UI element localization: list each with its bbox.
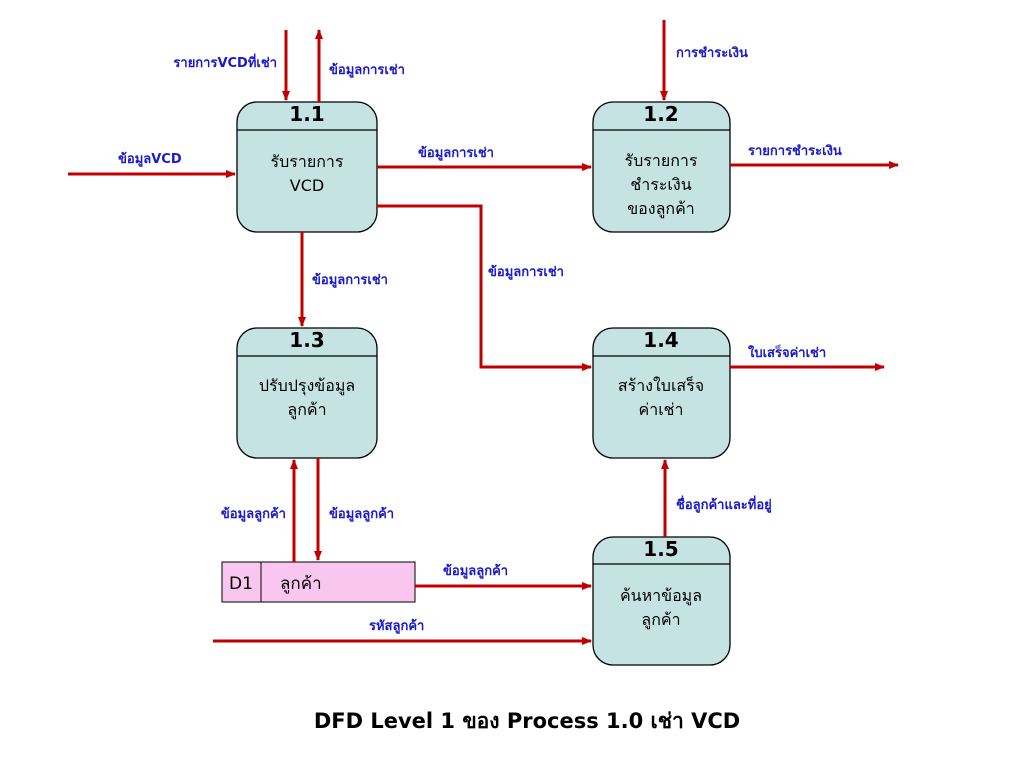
process-1-2: 1.2 รับรายการ ชำระเงิน ของลูกค้า	[592, 101, 731, 233]
process-id: 1.4	[643, 328, 678, 352]
process-name: ค่าเช่า	[639, 400, 684, 419]
flow-label: ข้อมูลลูกค้า	[443, 563, 508, 579]
flow-label: ข้อมูลการเช่า	[312, 272, 388, 288]
flow-label: ข้อมูลลูกค้า	[221, 506, 286, 522]
flow-customer-info-store-to-1-3: ข้อมูลลูกค้า	[221, 459, 298, 562]
flow-vcd-info-in: ข้อมูลVCD	[68, 151, 236, 178]
process-id: 1.2	[643, 102, 678, 126]
flow-payment-in: การชำระเงิน	[660, 20, 748, 101]
process-id: 1.1	[289, 102, 324, 126]
flow-rental-info-1-1-to-1-2: ข้อมูลการเช่า	[377, 145, 592, 171]
flow-label: ชื่อลูกค้าและที่อยู่	[676, 495, 772, 513]
process-id: 1.3	[289, 328, 324, 352]
flow-customer-info-1-3-to-store: ข้อมูลลูกค้า	[314, 458, 394, 561]
flow-label: ข้อมูลการเช่า	[329, 62, 405, 78]
flow-label: การชำระเงิน	[676, 45, 748, 61]
flow-label: ใบเสร็จค่าเช่า	[748, 343, 826, 361]
data-store-name: ลูกค้า	[280, 574, 322, 594]
flow-label: รหัสลูกค้า	[369, 618, 424, 634]
process-name: ชำระเงิน	[630, 175, 691, 194]
process-1-4: 1.4 สร้างใบเสร็จ ค่าเช่า	[592, 327, 731, 459]
flow-rental-info-1-1-to-1-3: ข้อมูลการเช่า	[298, 232, 388, 327]
flow-vcd-rental-items-in: รายการVCDที่เช่า	[173, 30, 290, 101]
process-name: ลูกค้า	[287, 400, 326, 420]
flow-label: ข้อมูลVCD	[118, 151, 182, 167]
process-1-5: 1.5 ค้นหาข้อมูล ลูกค้า	[592, 536, 731, 666]
flow-customer-id-in: รหัสลูกค้า	[213, 618, 592, 645]
flow-label: ข้อมูลการเช่า	[418, 145, 494, 161]
flow-name-address-1-5-to-1-4: ชื่อลูกค้าและที่อยู่	[661, 459, 772, 537]
flow-customer-info-store-to-1-5: ข้อมูลลูกค้า	[415, 563, 592, 590]
data-store-d1: D1 ลูกค้า	[221, 561, 416, 603]
data-store-id: D1	[229, 574, 253, 594]
flow-receipt-out: ใบเสร็จค่าเช่า	[730, 343, 885, 371]
flow-label: ข้อมูลลูกค้า	[329, 506, 394, 522]
process-name: ลูกค้า	[641, 610, 680, 630]
process-1-1: 1.1 รับรายการ VCD	[236, 101, 378, 233]
process-name: ของลูกค้า	[627, 199, 695, 219]
process-name: ค้นหาข้อมูล	[620, 586, 702, 606]
flow-payment-items-out: รายการชำระเงิน	[730, 143, 899, 169]
flow-label: ข้อมูลการเช่า	[488, 264, 564, 280]
process-name: VCD	[290, 176, 324, 195]
flow-label: รายการชำระเงิน	[748, 143, 842, 159]
flow-rental-info-up: ข้อมูลการเช่า	[315, 29, 405, 102]
process-name: รับรายการ	[271, 152, 344, 171]
flow-rental-info-1-1-to-1-4: ข้อมูลการเช่า	[377, 204, 592, 371]
process-id: 1.5	[643, 537, 678, 561]
process-1-3: 1.3 ปรับปรุงข้อมูล ลูกค้า	[236, 327, 378, 459]
process-name: ปรับปรุงข้อมูล	[259, 376, 355, 396]
diagram-caption: DFD Level 1 ของ Process 1.0 เช่า VCD	[314, 709, 740, 733]
flow-label: รายการVCDที่เช่า	[173, 53, 277, 71]
process-name: รับรายการ	[625, 151, 698, 170]
process-name: สร้างใบเสร็จ	[618, 375, 704, 395]
